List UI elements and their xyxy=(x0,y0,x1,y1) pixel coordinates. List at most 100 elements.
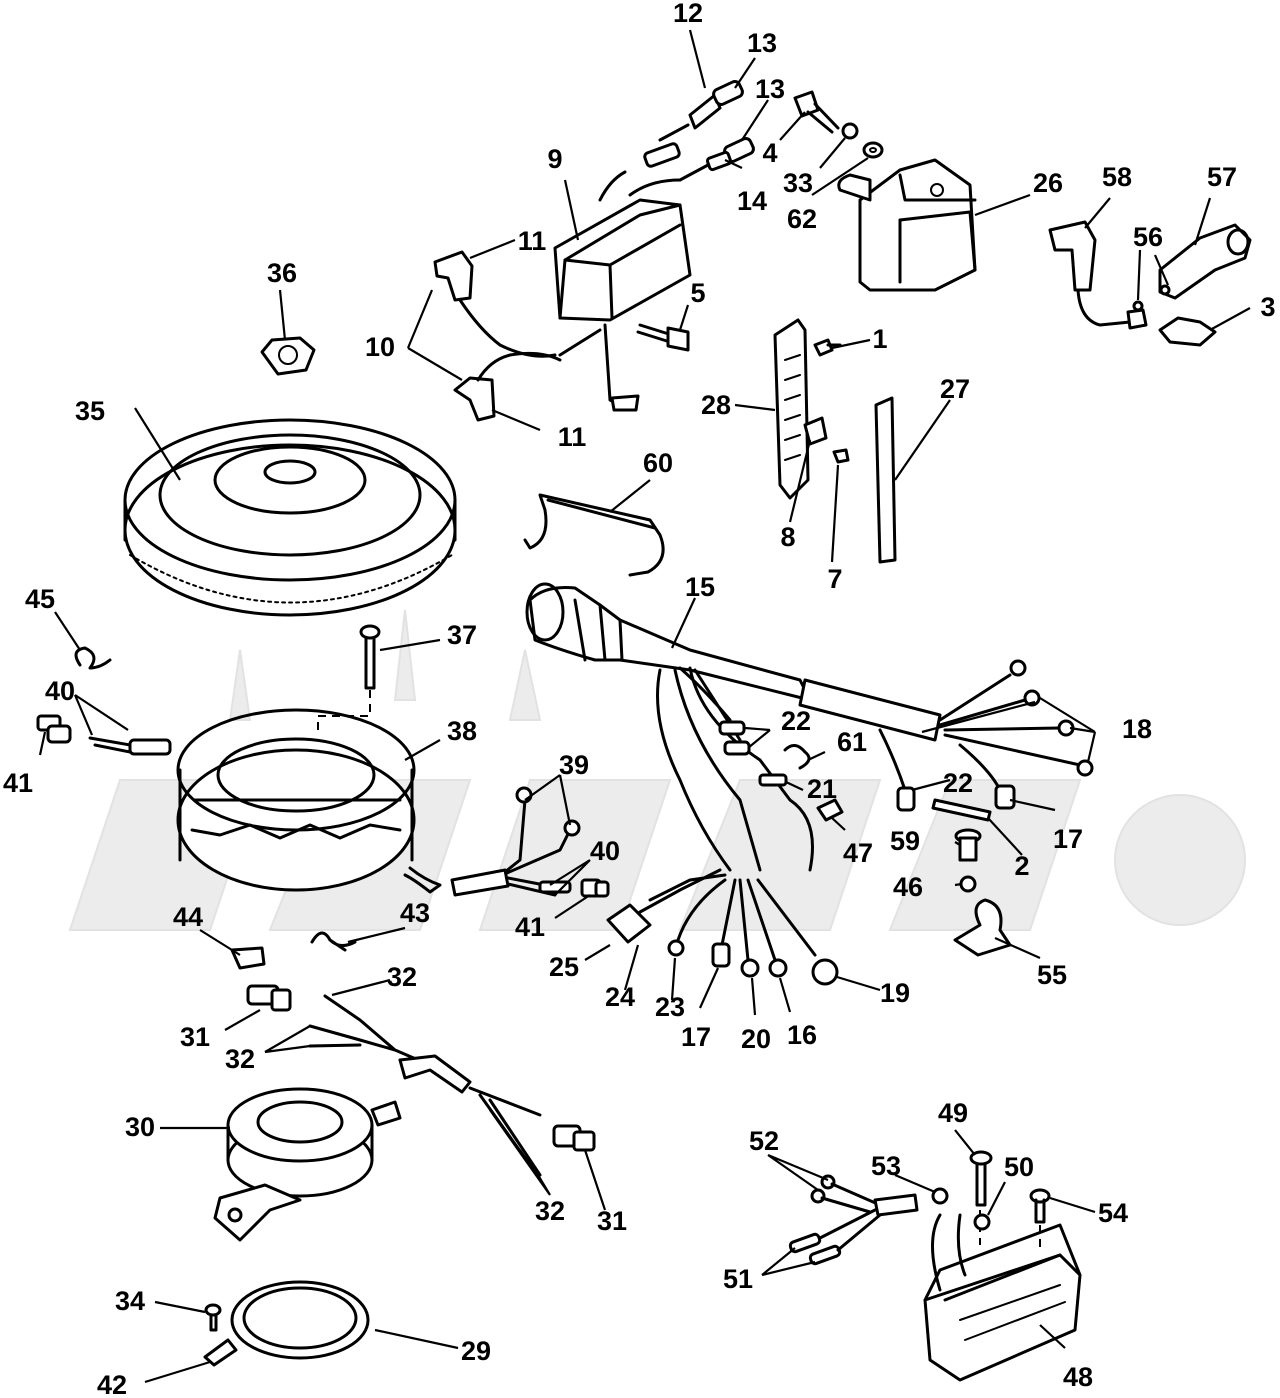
callout-38: 38 xyxy=(447,716,477,746)
part-58-spark-plug-boot xyxy=(1048,220,1148,330)
callout-5: 5 xyxy=(690,278,705,308)
part-12-connector xyxy=(658,93,722,142)
part-61-clip xyxy=(783,744,811,770)
part-22-connector-right xyxy=(878,728,916,812)
part-56-terminals xyxy=(1132,284,1171,312)
callout-22-upper: 22 xyxy=(781,706,811,736)
part-26-ignition-coil xyxy=(837,158,977,292)
callout-36: 36 xyxy=(267,258,297,288)
part-8-jumper xyxy=(803,416,828,446)
callout-34: 34 xyxy=(115,1286,145,1316)
callout-22-lower: 22 xyxy=(943,768,973,798)
callout-42: 42 xyxy=(97,1370,127,1398)
part-50-washer xyxy=(973,1213,991,1231)
part-19-terminal xyxy=(756,878,839,986)
callout-11-lower: 11 xyxy=(558,422,587,452)
part-15-harness xyxy=(525,582,942,872)
callout-61: 61 xyxy=(837,727,867,757)
part-3-clip xyxy=(1158,316,1217,347)
part-22-connector-left xyxy=(718,720,751,756)
part-7-screw xyxy=(832,448,850,464)
part-52-terminals xyxy=(810,1174,882,1214)
callout-53: 53 xyxy=(871,1151,901,1181)
part-48-rectifier xyxy=(923,1210,1082,1382)
callout-31-right: 31 xyxy=(597,1206,627,1236)
callout-49: 49 xyxy=(938,1098,968,1128)
part-31-connector-right xyxy=(552,1124,596,1152)
part-29-retaining-ring xyxy=(230,1280,370,1360)
callout-23: 23 xyxy=(655,992,685,1022)
part-45-clip xyxy=(74,646,112,670)
callout-3: 3 xyxy=(1260,292,1275,322)
callout-40-mid: 40 xyxy=(590,836,620,866)
part-17-terminal-lower xyxy=(711,878,737,968)
part-9-power-pack xyxy=(553,170,692,412)
part-57-spark-plug-boot xyxy=(1158,223,1252,300)
part-27-insulator xyxy=(874,396,897,564)
callout-37: 37 xyxy=(447,620,477,650)
part-11-boot-upper xyxy=(433,250,474,302)
part-20-terminal xyxy=(738,878,760,978)
callout-39: 39 xyxy=(559,750,589,780)
part-11-boot-lower xyxy=(453,376,496,422)
callout-60: 60 xyxy=(643,448,673,478)
callout-16: 16 xyxy=(787,1020,817,1050)
part-44-clip xyxy=(230,946,266,970)
part-41-connector-mid xyxy=(580,878,610,898)
callout-55: 55 xyxy=(1037,960,1067,990)
part-54-screw xyxy=(1029,1188,1051,1224)
callout-45: 45 xyxy=(25,584,55,614)
callout-17-right: 17 xyxy=(1053,824,1083,854)
callout-21: 21 xyxy=(807,774,837,804)
part-10-lead-wires xyxy=(458,298,562,382)
part-23-terminal xyxy=(667,878,727,957)
callout-47: 47 xyxy=(843,838,873,868)
part-42-clip xyxy=(203,1338,238,1367)
callout-8: 8 xyxy=(780,522,795,552)
callout-2: 2 xyxy=(1014,851,1029,881)
part-17-connector-right xyxy=(958,743,1016,810)
callout-62: 62 xyxy=(787,204,817,234)
callout-1: 1 xyxy=(872,324,887,354)
callout-41-mid: 41 xyxy=(515,912,545,942)
part-37-bolt xyxy=(317,624,381,736)
callout-17-lower: 17 xyxy=(681,1022,711,1052)
part-51-connectors xyxy=(788,1208,882,1266)
leader-lines xyxy=(38,29,1251,1384)
part-31-connector-left xyxy=(246,984,292,1012)
part-46-lock-washer xyxy=(959,875,977,893)
part-40-terminals-left xyxy=(88,736,172,756)
callout-7: 7 xyxy=(827,564,842,594)
part-30-timer-base xyxy=(213,1087,402,1242)
callout-24: 24 xyxy=(605,982,635,1012)
callout-51: 51 xyxy=(723,1264,753,1294)
part-53-terminal xyxy=(873,1187,949,1217)
callout-48: 48 xyxy=(1063,1362,1093,1392)
callout-25: 25 xyxy=(549,952,579,982)
callout-57: 57 xyxy=(1207,162,1237,192)
callout-35: 35 xyxy=(75,396,105,426)
callout-52: 52 xyxy=(749,1126,779,1156)
part-33-lock-washer xyxy=(841,122,859,140)
callout-29: 29 xyxy=(461,1336,491,1366)
callout-20: 20 xyxy=(741,1024,771,1054)
callout-labels: 12 13 13 4 33 14 62 9 26 58 57 56 3 11 3… xyxy=(3,0,1276,1398)
part-41-connector-left xyxy=(36,714,72,744)
part-55-clamp xyxy=(953,898,1012,957)
callout-56: 56 xyxy=(1133,222,1163,252)
callout-18: 18 xyxy=(1122,714,1152,744)
callout-58: 58 xyxy=(1102,162,1132,192)
part-21-fuse xyxy=(758,773,788,787)
part-2-sleeve xyxy=(931,798,992,822)
callout-13-upper: 13 xyxy=(747,28,777,58)
callout-4: 4 xyxy=(762,138,777,168)
part-47-clip xyxy=(816,798,844,822)
callout-28: 28 xyxy=(701,390,731,420)
callout-30: 30 xyxy=(125,1112,155,1142)
callout-54: 54 xyxy=(1098,1198,1128,1228)
part-13-connector-upper xyxy=(712,79,744,107)
part-5-bolt xyxy=(636,323,690,352)
callout-9: 9 xyxy=(547,144,562,174)
callout-32-upper: 32 xyxy=(387,962,417,992)
part-14-terminal xyxy=(643,142,733,182)
